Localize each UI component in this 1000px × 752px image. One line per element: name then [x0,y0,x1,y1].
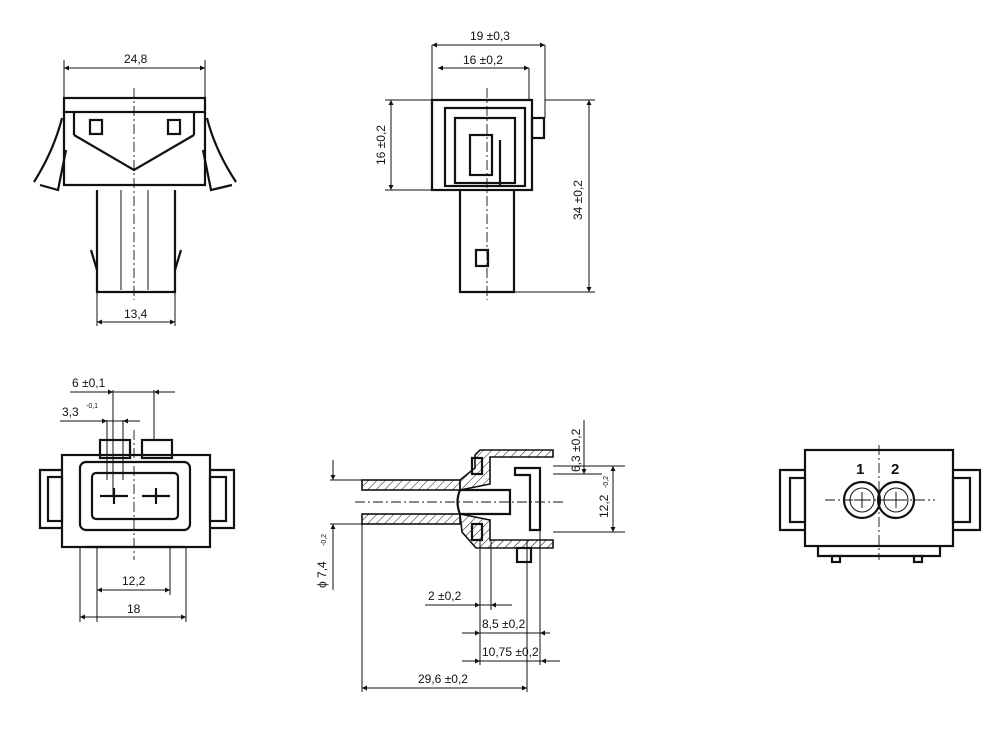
dim-width-inner: 16 ±0,2 [463,53,503,67]
dim-outer-width: 18 [127,602,141,616]
dim-height-head: 16 ±0,2 [374,125,388,165]
top-side-view: 19 ±0,3 16 ±0,2 16 ±0,2 34 ±0,2 [374,29,595,300]
dim-10-75: 10,75 ±0,2 [482,645,539,659]
bottom-front-view: 6 ±0,1 3,3 -0,1 12,2 18 [38,376,236,622]
dim-socket-height: 12,2 [597,494,611,518]
top-front-view: 24,8 13,4 [33,52,237,326]
dim-pin-width-tolerance: -0,1 [86,403,98,410]
dim-8-5: 8,5 ±0,2 [482,617,526,631]
pin-1-label: 1 [856,461,864,478]
dim-head-offset: 6,3 ±0,2 [569,428,583,472]
rear-view: 1 2 [778,445,982,564]
dim-pin-pitch: 6 ±0,1 [72,376,106,390]
dim-tube-diameter-tolerance: -0,2 [321,534,328,546]
dim-height-total: 34 ±0,2 [571,180,585,220]
dim-pin-width: 3,3 [62,405,79,419]
dim-tube-diameter: ϕ 7,4 [315,561,329,588]
dim-inner-width: 12,2 [122,574,146,588]
dim-width-top: 24,8 [124,52,148,66]
dim-width-stem: 13,4 [124,307,148,321]
dim-width-outer: 19 ±0,3 [470,29,510,43]
dim-socket-height-tolerance: -0,2 [603,476,610,488]
dim-2: 2 ±0,2 [428,589,462,603]
dim-total-length: 29,6 ±0,2 [418,672,468,686]
section-view: ϕ 7,4 -0,2 6,3 ±0,2 12,2 -0,2 2 ±0,2 8,5… [315,420,625,692]
pin-2-label: 2 [891,461,899,478]
